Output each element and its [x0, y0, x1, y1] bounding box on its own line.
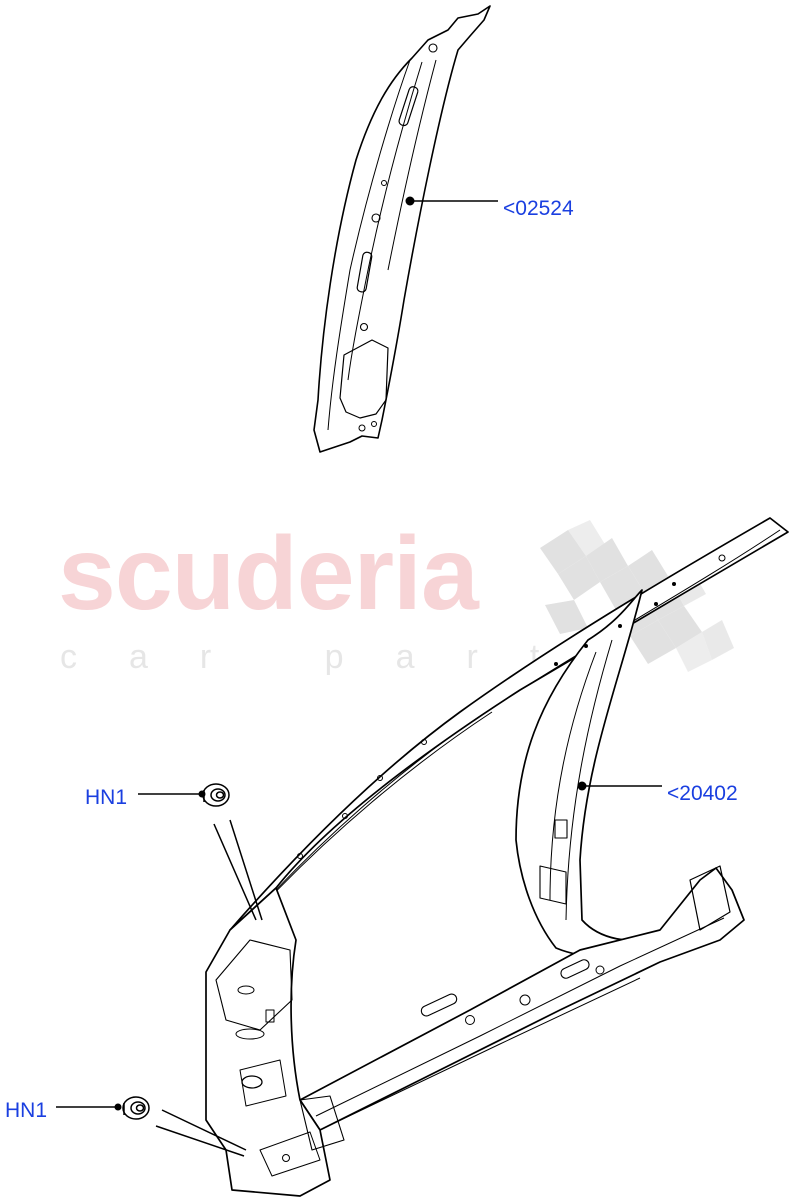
upper-pillar-reinforcement-part[interactable] [313, 5, 491, 453]
assembly-line-hn1-upper-b [229, 819, 263, 921]
callout-02524[interactable]: <02524 [503, 197, 574, 220]
body-side-frame-assembly-part[interactable] [205, 517, 789, 1197]
assembly-line-hn1-lower-b [155, 1125, 245, 1157]
callout-hn1-lower[interactable]: HN1 [5, 1099, 48, 1122]
nut-upper-part[interactable] [202, 783, 230, 807]
callout-20402[interactable]: <20402 [667, 782, 738, 805]
leader-dot-20402 [577, 781, 587, 791]
watermark-brand: scuderia [58, 516, 479, 632]
nut-lower-part[interactable] [122, 1096, 150, 1120]
watermark-tagline: car parts [60, 638, 661, 676]
leader-dot-02524 [405, 196, 415, 206]
assembly-line-hn1-upper-a [213, 823, 257, 921]
leader-dot-hn1-lower [114, 1103, 122, 1111]
leader-dot-hn1-upper [198, 790, 206, 798]
assembly-line-hn1-lower-a [161, 1109, 247, 1151]
callout-hn1-upper[interactable]: HN1 [85, 786, 128, 809]
